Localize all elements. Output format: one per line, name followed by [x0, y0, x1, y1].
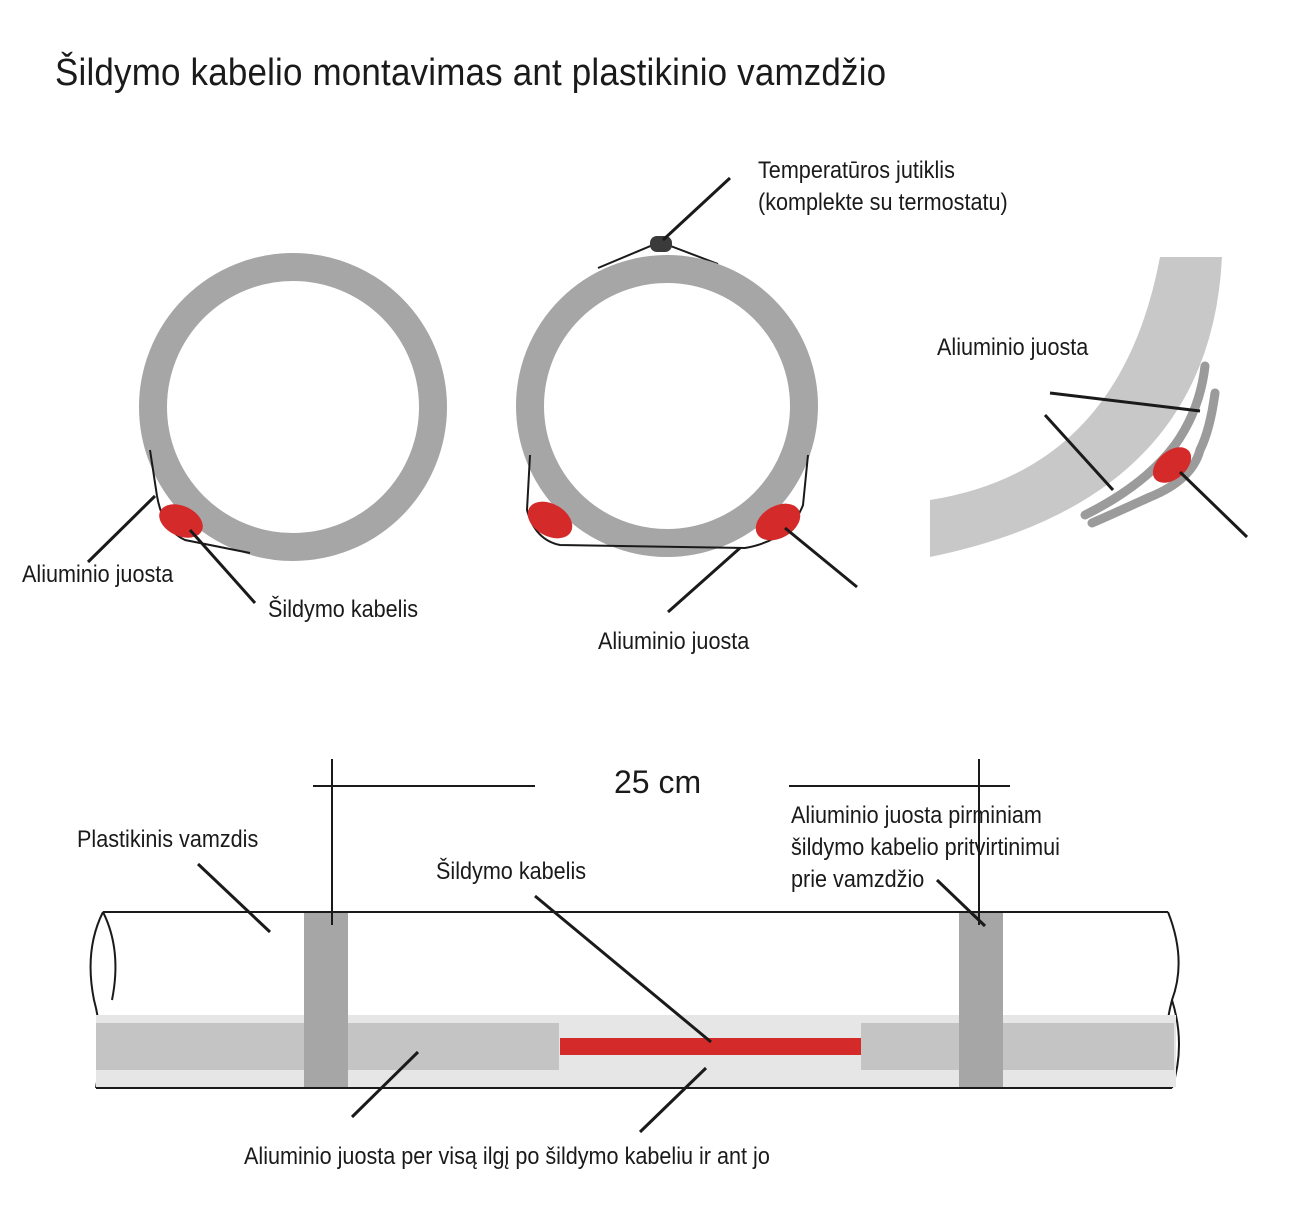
leader-plastic-pipe	[196, 862, 272, 934]
label-foil-middle: Aliuminio juosta	[598, 628, 750, 655]
leader-foil-full-1	[350, 1050, 420, 1119]
temperature-sensor	[650, 236, 672, 252]
leader-fixing-band	[935, 878, 987, 928]
label-dimension: 25 cm	[614, 764, 702, 800]
leader-foil-middle	[667, 546, 741, 614]
fixing-band-right	[959, 912, 1003, 1088]
label-sensor-line1: Temperatūros jutiklis	[758, 157, 955, 184]
pipe-cross-section-single-cable	[86, 253, 447, 604]
pipe-left-end-inner	[102, 911, 117, 1001]
leader-sensor	[661, 176, 732, 242]
label-foil-primary-line2: šildymo kabelio pritvirtinimui	[791, 834, 1060, 861]
sensor-wire-left	[597, 241, 661, 269]
heating-cable	[159, 504, 203, 538]
pipe-wall	[516, 255, 818, 557]
page-title: Šildymo kabelio montavimas ant plastikin…	[55, 52, 887, 94]
label-plastic-pipe: Plastikinis vamzdis	[77, 826, 259, 853]
label-foil-primary-line3: prie vamzdžio	[791, 866, 925, 893]
label-temperature-sensor: Temperatūros jutiklis (komplekte su term…	[758, 155, 1008, 219]
heating-cable-left	[527, 501, 573, 539]
label-cable-bottom: Šildymo kabelis	[436, 858, 587, 885]
pipe-wall	[139, 253, 447, 561]
label-sensor-line2: (komplekte su termostatu)	[758, 189, 1008, 216]
heating-cable-run	[560, 1038, 861, 1055]
label-foil-right: Aliuminio juosta	[937, 334, 1089, 361]
leader-foil-full-2	[638, 1066, 708, 1134]
pipe-side-view	[89, 759, 1180, 1134]
leader-cable-right	[784, 526, 858, 589]
label-foil-left: Aliuminio juosta	[22, 561, 174, 588]
pipe-arc-segment	[930, 257, 1222, 557]
fixing-band-left	[304, 912, 348, 1088]
label-foil-primary: Aliuminio juosta pirminiam šildymo kabel…	[791, 800, 1060, 896]
leader-foil-right	[1049, 391, 1201, 413]
leader-cable-detail	[1178, 470, 1249, 539]
pipe-detail-section	[930, 257, 1249, 557]
foil-strip-right	[861, 1023, 1174, 1070]
leader-cable-bottom	[534, 894, 712, 1044]
label-foil-full-length: Aliuminio juosta per visą ilgį po šildym…	[244, 1143, 770, 1170]
label-foil-primary-line1: Aliuminio juosta pirminiam	[791, 802, 1042, 829]
label-cable-left: Šildymo kabelis	[268, 596, 419, 623]
pipe-cross-section-two-cables	[516, 176, 858, 614]
leader-foil-left	[86, 494, 157, 564]
leader-cable-left	[188, 529, 257, 604]
aluminium-tape-outer	[1080, 361, 1210, 520]
leader-foil-right-2	[1043, 413, 1115, 492]
